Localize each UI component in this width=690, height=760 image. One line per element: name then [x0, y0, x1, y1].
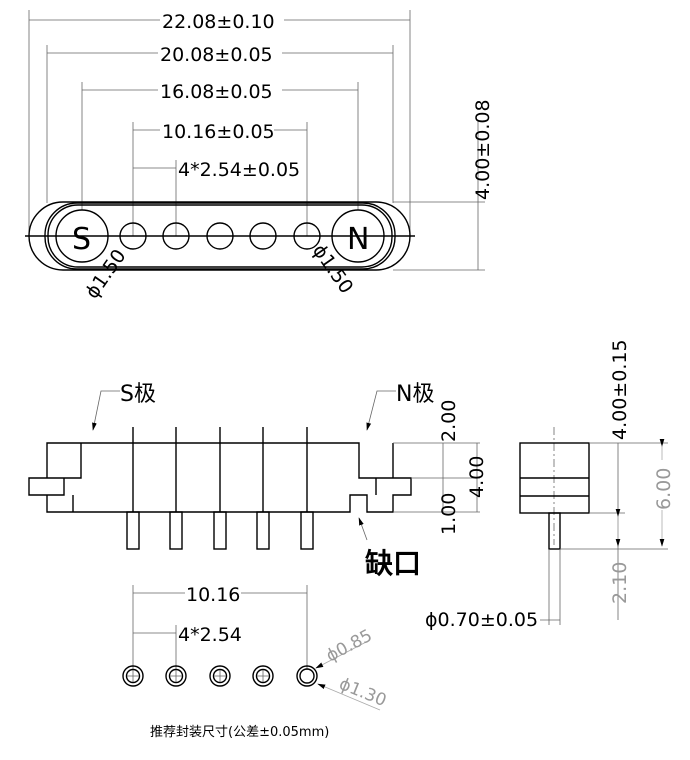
- pin-holes: [119, 222, 321, 250]
- dim-end-height: 4.00±0.15: [609, 339, 631, 440]
- dim-fp-span: 10.16: [186, 584, 240, 606]
- n-pole-label: N极: [396, 382, 434, 407]
- dim-body: 20.08±0.05: [160, 44, 273, 66]
- s-pole-label: S极: [120, 382, 156, 407]
- dim-pin-span: 10.16±0.05: [162, 121, 275, 143]
- side-view: S极 N极 缺口 2.00 4.00 1.00: [28, 382, 488, 580]
- side-pins: [126, 427, 314, 550]
- dim-end-total: 6.00: [653, 468, 675, 510]
- end-view: 4.00±0.15 6.00 2.10 ϕ0.70±0.05: [425, 339, 675, 631]
- magnet-s: [55, 209, 109, 263]
- dim-pin-length: 2.10: [609, 562, 631, 604]
- dim-side-bottom: 1.00: [438, 493, 460, 535]
- footprint: 10.16 4*2.54 ϕ0.85 ϕ1.30 推荐封装尺寸(公差±0.05m…: [122, 582, 389, 740]
- magnet-n: [331, 209, 385, 263]
- top-view: 22.08±0.10 20.08±0.05 16.08±0.05 10.16±0…: [25, 8, 494, 303]
- side-body: [28, 442, 412, 513]
- dim-overall: 22.08±0.10: [162, 11, 275, 33]
- dim-fp-inner: ϕ0.85: [323, 626, 376, 667]
- magnet-s-label: S: [72, 222, 91, 257]
- dim-side-total: 4.00: [466, 456, 488, 498]
- dim-pin-dia: ϕ0.70±0.05: [425, 609, 538, 631]
- footprint-caption: 推荐封装尺寸(公差±0.05mm): [150, 725, 329, 740]
- dim-fp-pitch: 4*2.54: [178, 624, 242, 646]
- footprint-pads: [122, 665, 318, 687]
- notch-label: 缺口: [365, 547, 421, 580]
- dim-fp-outer: ϕ1.30: [336, 674, 389, 711]
- dim-height: 4.00±0.08: [472, 99, 494, 200]
- dim-pin-pitch: 4*2.54±0.05: [178, 159, 300, 181]
- magnet-n-label: N: [347, 222, 369, 257]
- dim-magnet-pitch: 16.08±0.05: [160, 81, 273, 103]
- dim-side-top: 2.00: [438, 400, 460, 442]
